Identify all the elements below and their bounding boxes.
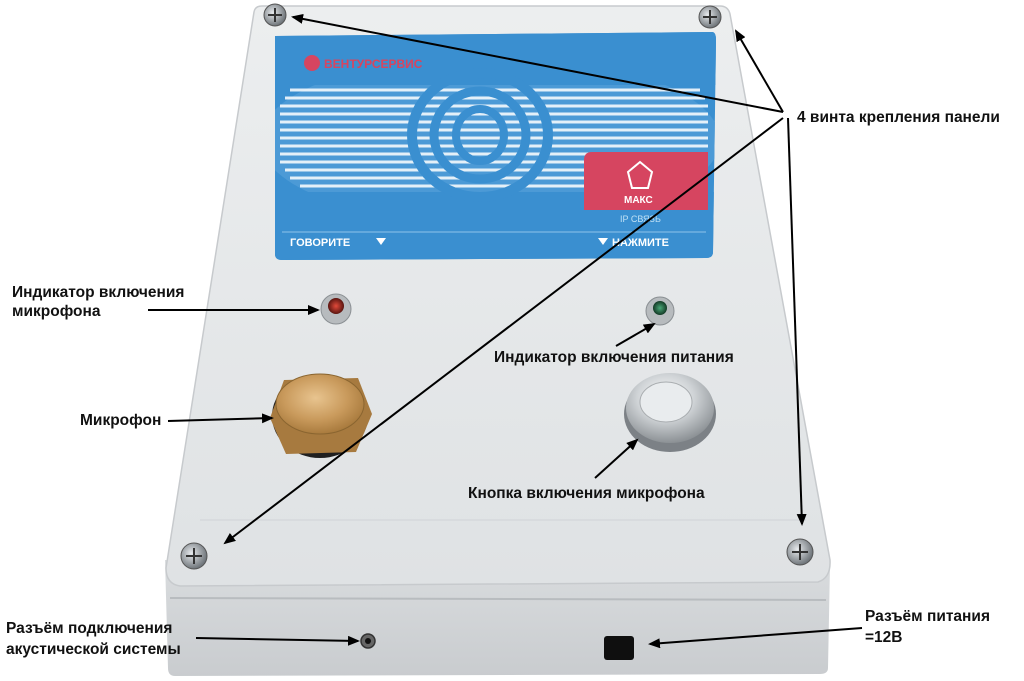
- press-arrow-icon: [598, 238, 608, 245]
- brand-name: ВЕНТУРСЕРВИС: [324, 57, 423, 71]
- label-power-connector-line2: =12В: [865, 629, 903, 646]
- housing-front: [165, 560, 830, 676]
- lid-seam: [169, 597, 827, 601]
- power-connector: [604, 636, 634, 660]
- label-power-connector-line1: Разъём питания: [865, 608, 990, 625]
- sound-wave-graphic: [275, 32, 716, 260]
- power-indicator-led: [645, 296, 675, 326]
- press-label: НАЖМИТЕ: [612, 237, 669, 249]
- screw-top-right: [698, 5, 722, 29]
- maks-logo-icon: [626, 160, 654, 189]
- mic-button: [624, 373, 716, 452]
- label-mic-button: Кнопка включения микрофона: [468, 485, 705, 502]
- arrow-screw-bottom-left: [223, 117, 784, 545]
- arrow-microphone: [167, 413, 274, 424]
- arrow-mic-button: [594, 438, 639, 479]
- screw-bottom-right: [786, 538, 814, 566]
- maks-logo-text: МАКС: [624, 195, 653, 206]
- arrow-audio-connector: [195, 635, 360, 646]
- arrow-screw-top-right: [734, 29, 784, 113]
- brand-logo-icon: [304, 55, 320, 71]
- maks-logo-subtext: IP СВЯЗЬ: [620, 214, 661, 224]
- screw-top-left: [263, 3, 287, 27]
- arrow-screw-top-left: [291, 13, 784, 113]
- label-mic-indicator-line2: микрофона: [12, 303, 101, 320]
- speak-label: ГОВОРИТЕ: [290, 237, 350, 249]
- arrow-power-connector: [648, 627, 863, 649]
- microphone-grille: [270, 373, 372, 458]
- speak-arrow-icon: [376, 238, 386, 245]
- label-microphone: Микрофон: [80, 412, 162, 429]
- label-audio-connector-line1: Разъём подключения: [6, 620, 173, 637]
- arrow-screw-bottom-right: [787, 117, 807, 526]
- label-screws: 4 винта крепления панели: [797, 109, 1000, 126]
- mic-indicator-led: [320, 293, 352, 325]
- arrow-power-indicator: [615, 322, 656, 347]
- front-panel: ВЕНТУРСЕРВИС МАКС IP СВЯЗЬ ГОВОРИТЕ НАЖМ…: [275, 32, 716, 260]
- audio-jack: [360, 633, 376, 649]
- label-audio-connector-line2: акустической системы: [6, 641, 181, 658]
- label-mic-indicator-line1: Индикатор включения: [12, 284, 185, 301]
- screw-bottom-left: [180, 542, 208, 570]
- label-power-indicator: Индикатор включения питания: [494, 349, 734, 366]
- annotation-arrows: [148, 13, 863, 649]
- maks-logo-badge: [584, 152, 708, 210]
